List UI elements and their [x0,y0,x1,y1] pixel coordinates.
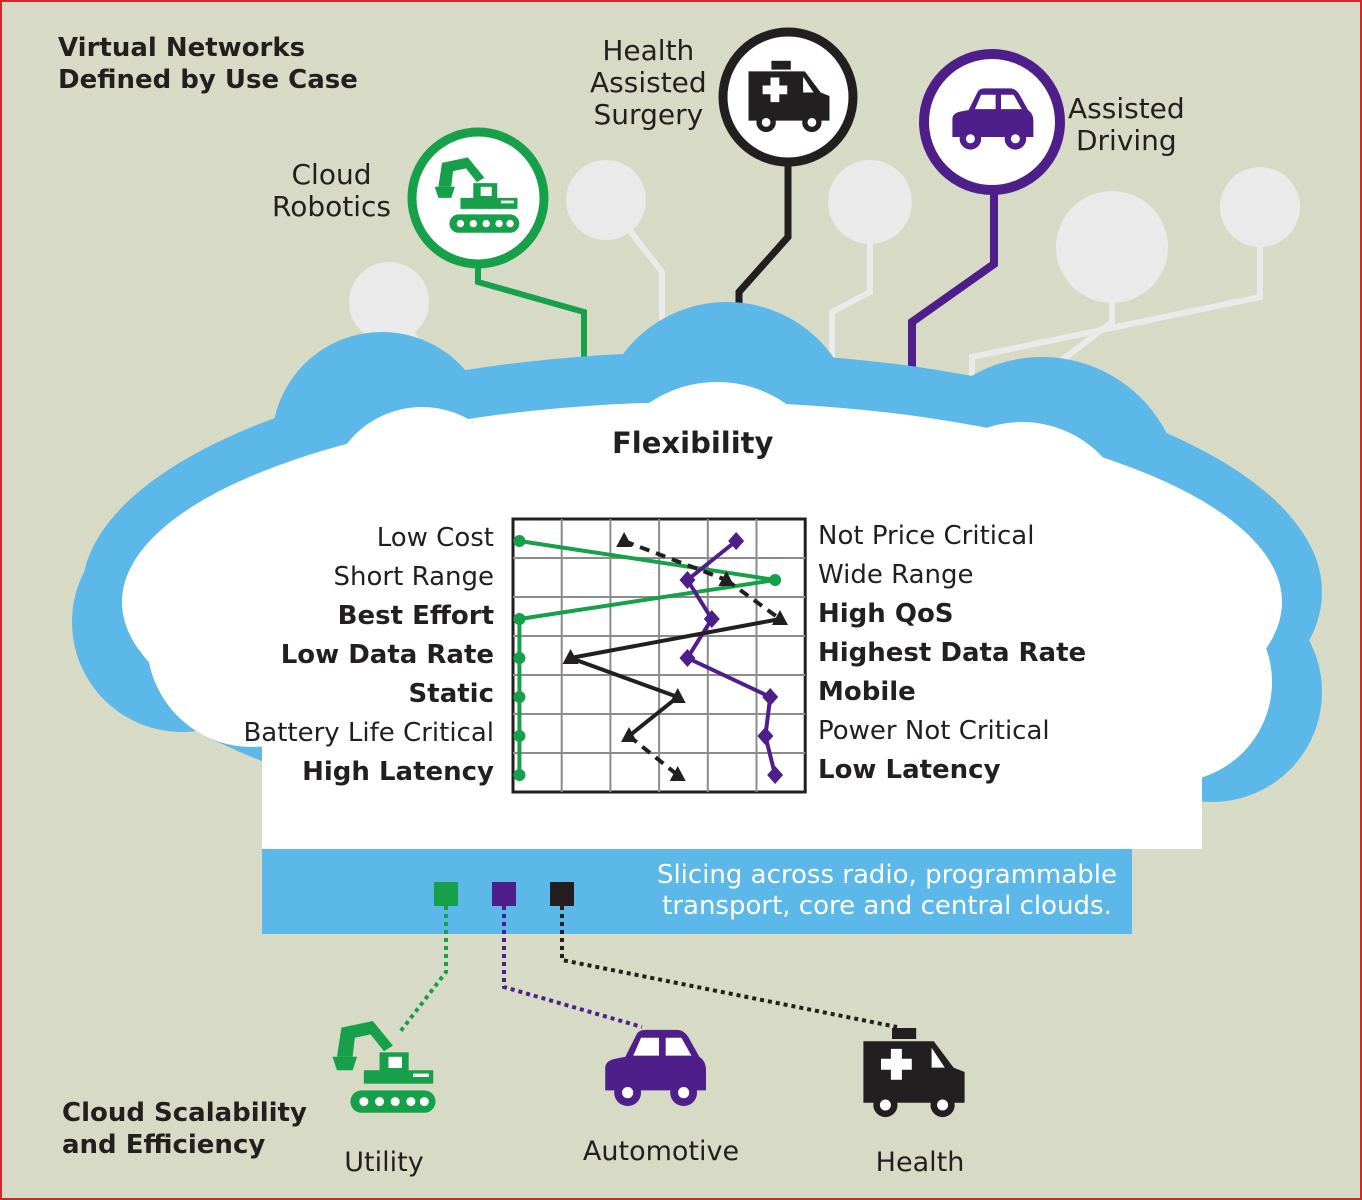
flexibility-title: Flexibility [612,426,774,460]
data-point [513,652,526,664]
label-line: Surgery [593,98,704,131]
node-circle [828,160,912,244]
right-row-label: Low Latency [818,755,1001,785]
right-row-label: Power Not Critical [818,716,1050,746]
top-title: Virtual Networks Defined by Use Case [58,32,358,96]
series-triangle [562,532,788,781]
automotive-label: Automotive [582,1136,740,1167]
label-line: Robotics [272,190,391,223]
label-line: Health [602,34,695,67]
top-title-line: Virtual Networks [58,33,306,63]
data-point [762,688,779,706]
left-row-label: Battery Life Critical [243,718,494,748]
data-point [669,766,686,781]
utility-slice-box [434,882,458,906]
right-row-label: High QoS [818,599,954,629]
data-point [616,532,633,547]
label-line: Assisted [590,66,707,99]
bottom-title: Cloud Scalability and Efficiency [62,1097,307,1161]
right-row-label: Wide Range [818,560,974,590]
health-slice-box [550,882,574,906]
automotive-slice-box [492,882,516,906]
left-row-label: Low Data Rate [280,640,494,670]
label-line: Cloud [291,158,372,191]
label-line: Driving [1075,124,1177,157]
data-point [669,688,686,703]
right-row-label: Not Price Critical [818,521,1035,551]
automotive-link [502,906,643,1029]
right-row-label: Mobile [818,677,916,707]
utility-excavator-icon [332,1020,436,1113]
data-point [767,766,784,784]
data-point [513,613,526,625]
node-circle [1056,191,1168,303]
series-segment [570,617,781,660]
right-row-label: Highest Data Rate [818,638,1087,668]
cloud-robotics-label: Cloud Robotics [272,159,391,223]
data-point [771,610,788,625]
utility-label: Utility [344,1147,424,1178]
left-row-label: Static [408,679,494,709]
series-segment [725,578,782,621]
node-circle [349,262,429,342]
bottom-title-line: Cloud Scalability [62,1098,307,1128]
data-point [513,769,526,781]
series-segment [686,539,738,582]
data-point [718,571,735,586]
label-line: Assisted [1068,92,1185,125]
series-segment [627,734,679,777]
robotics-connector [475,260,587,382]
health-link [560,906,898,1029]
data-point [757,727,774,745]
health-ambulance-icon [863,1028,965,1118]
data-point [679,649,696,667]
series-segment [627,695,679,738]
left-row-label: Short Range [333,562,494,592]
node-circle [566,160,646,240]
node-circle [1220,167,1300,247]
series-segment [623,539,728,582]
data-point [769,574,782,586]
series-circle [513,535,782,781]
series-segment [519,539,776,582]
series-segment [685,578,714,621]
flexibility-grid [511,517,807,794]
data-point [513,691,526,703]
data-point [703,610,720,628]
automotive-car-icon [605,1029,707,1107]
data-point [621,727,638,742]
slicing-note: Slicing across radio, programmable trans… [656,860,1118,921]
data-point [513,730,526,742]
assisted-driving-label: Assisted Driving [1068,93,1185,157]
top-title-line: Defined by Use Case [58,65,358,95]
data-point [679,571,696,589]
flexibility-series [513,532,788,784]
health-label: Health [875,1147,965,1178]
series-segment [685,617,714,660]
data-point [728,532,745,550]
utility-link [398,906,448,1034]
bottom-title-line: and Efficiency [62,1130,266,1160]
left-row-label: Low Cost [376,523,494,553]
series-diamond [679,532,784,784]
data-point [562,649,579,664]
gray-nodes [349,160,1300,342]
series-segment [686,656,772,699]
health-surgery-label: Health Assisted Surgery [590,35,707,131]
left-row-label: High Latency [302,757,494,787]
data-point [513,535,526,547]
left-row-label: Best Effort [337,601,494,631]
series-segment [569,656,679,699]
